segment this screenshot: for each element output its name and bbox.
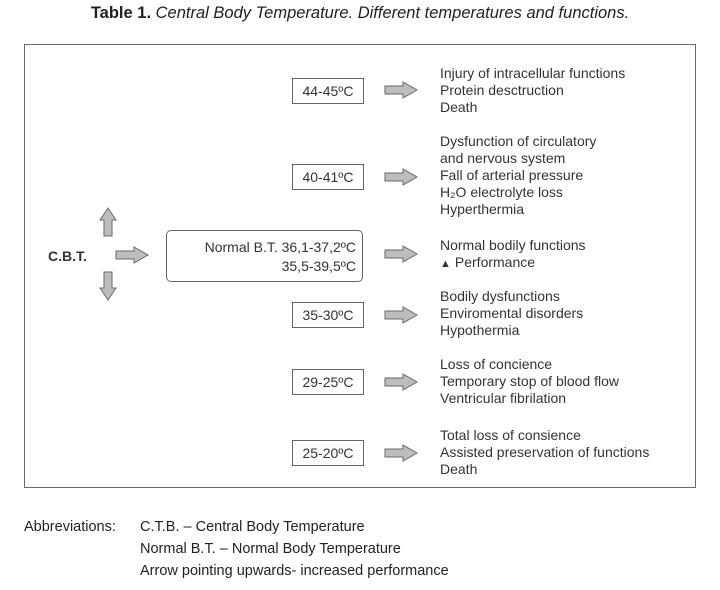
arrow-right-icon [384,306,418,324]
arrow-right-icon [384,373,418,391]
function-item: Hypothermia [440,322,520,338]
abbreviation-item: Normal B.T. – Normal Body Temperature [140,541,401,557]
function-item: Normal bodily functions [440,237,586,253]
abbreviation-item: C.T.B. – Central Body Temperature [140,519,365,535]
performance-label: Performance [454,254,536,270]
abbreviations-heading: Abbreviations: [24,519,116,535]
function-item: Injury of intracellular functions [440,65,626,81]
functions-29-25: Loss of concience Temporary stop of bloo… [440,356,619,407]
abbreviations: Abbreviations: C.T.B. – Central Body Tem… [24,516,449,582]
function-item: Hyperthermia [440,201,525,217]
functions-40-41: Dysfunction of circulatory and nervous s… [440,133,596,218]
function-item: ▲Performance [440,254,586,273]
temp-box-44-45: 44-45ºC [292,78,364,104]
function-item: Death [440,461,478,477]
function-item: H₂O electrolyte loss [440,184,563,200]
table-label: Table 1. [90,4,152,22]
table-title: Table 1. Central Body Temperature. Diffe… [0,4,720,23]
function-item: Bodily dysfunctions [440,288,560,304]
temp-box-29-25: 29-25ºC [292,369,364,395]
temp-box-25-20: 25-20ºC [292,440,364,466]
function-item: Temporary stop of blood flow [440,373,619,389]
function-item: Assisted preservation of functions [440,444,650,460]
arrow-right-icon [384,168,418,186]
temp-box-35-30: 35-30ºC [292,302,364,328]
functions-normal: Normal bodily functions ▲Performance [440,237,586,273]
arrow-right-icon [384,444,418,462]
function-item: Death [440,99,478,115]
function-item: Ventricular fibrilation [440,390,567,406]
diagram-frame [24,44,696,488]
arrow-right-icon [384,245,418,263]
arrow-up-icon [99,207,117,237]
normal-bt-box: Normal B.T. 36,1-37,2ºC 35,5-39,5ºC [166,230,363,282]
temp-box-40-41: 40-41ºC [292,164,364,190]
function-item: Protein desctruction [440,82,564,98]
normal-bt-line2: 35,5-39,5ºC [281,258,356,274]
table-caption: Central Body Temperature. Different temp… [155,4,630,22]
function-item: and nervous system [440,150,566,166]
function-item: Total loss of consience [440,427,581,443]
arrow-right-icon [384,81,418,99]
function-item: Loss of concience [440,356,553,372]
functions-44-45: Injury of intracellular functions Protei… [440,65,625,116]
arrow-down-icon [99,271,117,301]
arrow-right-icon [115,246,149,264]
functions-25-20: Total loss of consience Assisted preserv… [440,427,649,478]
function-item: Fall of arterial pressure [440,167,584,183]
normal-bt-line1: Normal B.T. 36,1-37,2ºC [204,239,356,255]
function-item: Enviromental disorders [440,305,584,321]
functions-35-30: Bodily dysfunctions Enviromental disorde… [440,288,583,339]
abbreviation-item: Arrow pointing upwards- increased perfor… [140,563,449,579]
function-item: Dysfunction of circulatory [440,133,597,149]
cbt-label: C.B.T. [48,248,87,264]
up-arrow-icon: ▲ [440,258,451,270]
